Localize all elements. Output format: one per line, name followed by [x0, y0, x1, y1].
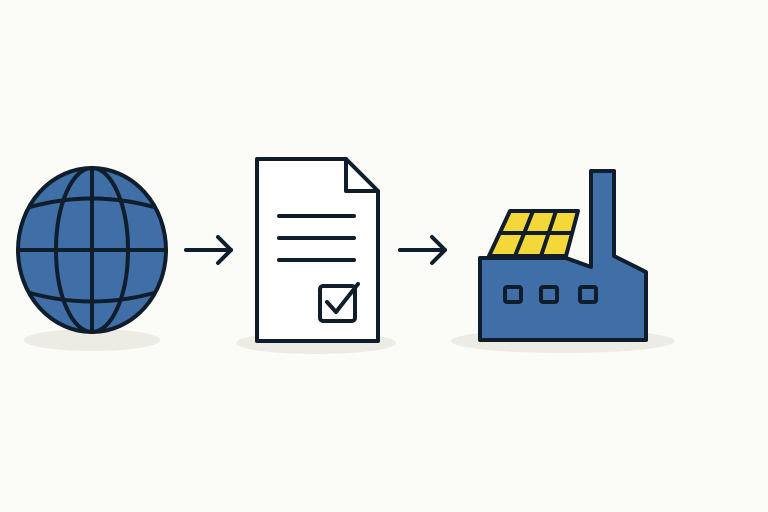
arrow-right-icon	[184, 235, 233, 265]
document-check-icon	[255, 157, 380, 343]
globe-shadow	[24, 329, 160, 351]
globe-icon	[16, 166, 168, 334]
arrow-right-icon	[398, 235, 447, 265]
solar-panel-icon	[487, 209, 580, 258]
solar-factory-icon	[478, 169, 648, 342]
